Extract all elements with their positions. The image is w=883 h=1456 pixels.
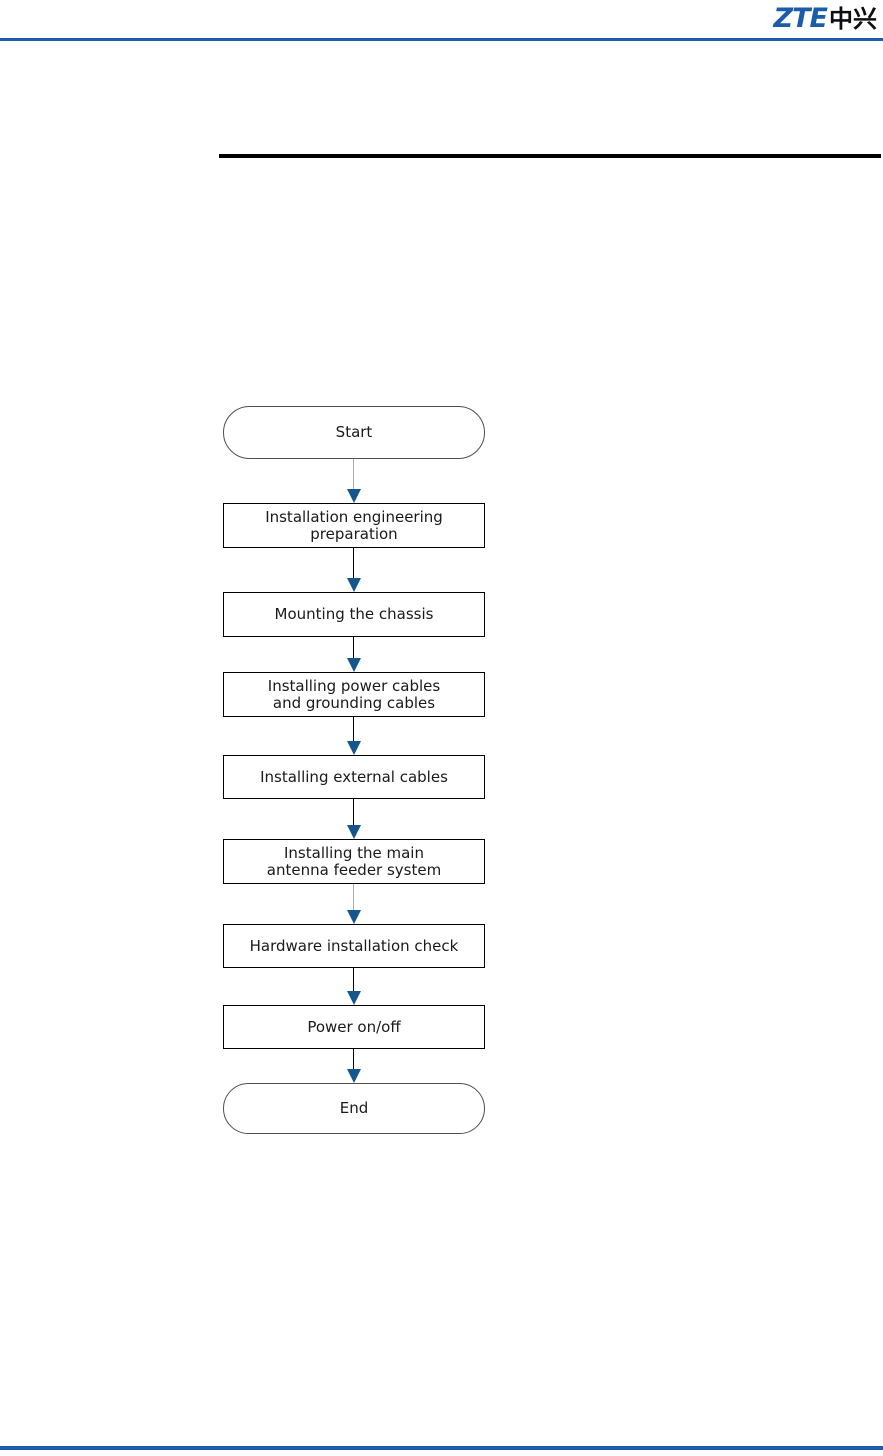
section-rule	[219, 154, 881, 158]
arrow-down-icon	[346, 1069, 361, 1083]
arrow-down-icon	[346, 658, 361, 672]
flow-connector	[346, 1049, 361, 1083]
flow-node-label: Installation engineering preparation	[265, 507, 443, 543]
flow-connector	[346, 717, 361, 755]
flow-node-power-on-off: Power on/off	[223, 1005, 485, 1049]
flow-node-installing-external-cables: Installing external cables	[223, 755, 485, 799]
connector-line	[353, 968, 354, 991]
flow-node-installing-power-and-grounding-cables: Installing power cables and grounding ca…	[223, 672, 485, 717]
flow-node-label: Installing external cables	[260, 767, 448, 786]
arrow-down-icon	[346, 991, 361, 1005]
header-rule	[0, 38, 883, 41]
zte-logo-latin: ZTE	[773, 3, 828, 34]
flow-node-hardware-installation-check: Hardware installation check	[223, 924, 485, 968]
flow-connector	[346, 637, 361, 672]
flow-node-label: Mounting the chassis	[274, 605, 434, 623]
flow-node-label: Start	[335, 423, 373, 441]
connector-line	[353, 717, 354, 741]
flow-node-mounting-the-chassis: Mounting the chassis	[223, 592, 485, 637]
flow-node-installing-main-antenna-feeder-system: Installing the main antenna feeder syste…	[223, 839, 485, 884]
flow-node-end: End	[223, 1083, 485, 1134]
arrow-down-icon	[346, 741, 361, 755]
arrow-down-icon	[346, 489, 361, 503]
flow-node-label: End	[339, 1099, 369, 1117]
flow-connector	[346, 968, 361, 1005]
connector-line	[353, 637, 354, 658]
zte-logo-chinese: 中兴	[829, 5, 877, 33]
flow-node-label: Installing the main antenna feeder syste…	[266, 843, 442, 879]
flow-node-installation-engineering-preparation: Installation engineering preparation	[223, 503, 485, 548]
connector-line	[353, 459, 354, 489]
flow-connector	[346, 884, 361, 924]
arrow-down-icon	[346, 825, 361, 839]
flow-connector	[346, 799, 361, 839]
flow-connector	[346, 548, 361, 592]
flow-connector	[346, 459, 361, 503]
flow-node-start: Start	[223, 406, 485, 459]
connector-line	[353, 548, 354, 578]
connector-line	[353, 1049, 354, 1069]
flow-node-label: Power on/off	[307, 1017, 401, 1036]
flow-node-label: Installing power cables and grounding ca…	[267, 676, 441, 712]
arrow-down-icon	[346, 910, 361, 924]
flow-node-label: Hardware installation check	[249, 936, 459, 955]
arrow-down-icon	[346, 578, 361, 592]
connector-line	[353, 884, 354, 910]
zte-logo: ZTE 中兴	[774, 5, 877, 32]
footer-bar	[0, 1446, 883, 1450]
connector-line	[353, 799, 354, 825]
